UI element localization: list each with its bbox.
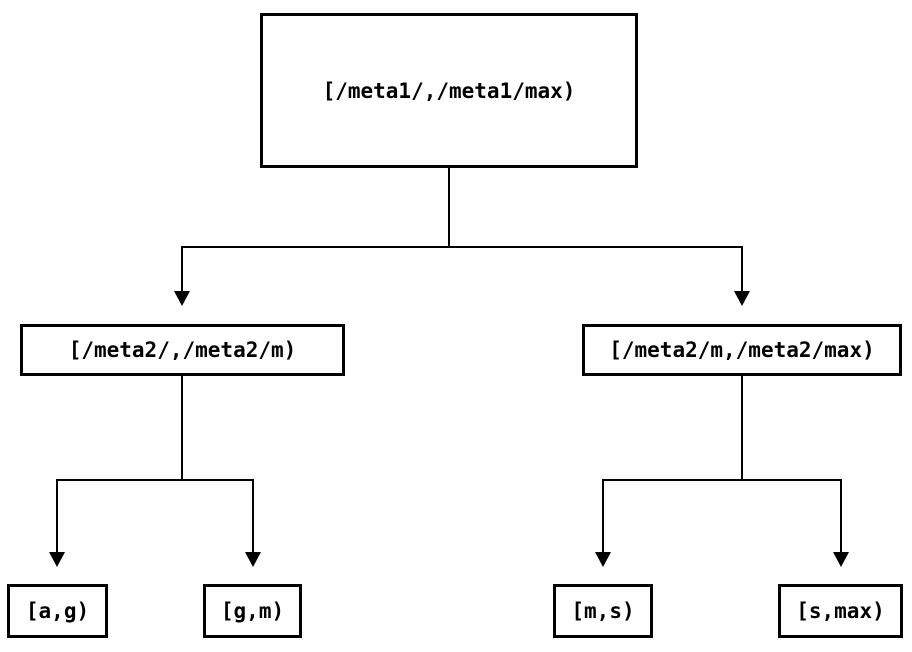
arrow-down-icon	[734, 291, 750, 306]
arrow-down-icon	[245, 552, 261, 567]
connector-root-crossbar	[181, 246, 743, 248]
connector-meta2-high-drop-left	[602, 479, 604, 552]
connector-meta2-high-crossbar	[602, 479, 842, 481]
connector-root-drop-right	[741, 246, 743, 291]
node-leaf-g-m-label: [g,m)	[220, 599, 285, 623]
node-meta2-high-label: [/meta2/m,/meta2/max)	[609, 338, 875, 362]
node-leaf-m-s-label: [m,s)	[571, 599, 635, 623]
arrow-down-icon	[595, 552, 611, 567]
node-leaf-a-g-label: [a,g)	[25, 599, 90, 623]
node-leaf-s-max-label: [s,max)	[796, 599, 885, 623]
node-meta1-root: [/meta1/,/meta1/max)	[260, 13, 638, 168]
arrow-down-icon	[833, 552, 849, 567]
node-leaf-s-max: [s,max)	[778, 584, 903, 638]
connector-meta2-high-stem	[741, 376, 743, 481]
node-leaf-a-g: [a,g)	[7, 584, 108, 638]
connector-meta2-low-stem	[181, 376, 183, 481]
node-leaf-m-s: [m,s)	[553, 584, 653, 638]
node-meta2-high: [/meta2/m,/meta2/max)	[582, 324, 902, 376]
arrow-down-icon	[49, 552, 65, 567]
node-leaf-g-m: [g,m)	[203, 584, 302, 638]
arrow-down-icon	[174, 291, 190, 306]
connector-meta2-low-crossbar	[56, 479, 254, 481]
connector-root-stem	[448, 168, 450, 248]
connector-meta2-high-drop-right	[840, 479, 842, 552]
node-meta2-low: [/meta2/,/meta2/m)	[20, 324, 345, 376]
node-meta2-low-label: [/meta2/,/meta2/m)	[68, 338, 297, 362]
node-meta1-root-label: [/meta1/,/meta1/max)	[322, 78, 576, 103]
connector-meta2-low-drop-left	[56, 479, 58, 552]
connector-meta2-low-drop-right	[252, 479, 254, 552]
connector-root-drop-left	[181, 246, 183, 291]
